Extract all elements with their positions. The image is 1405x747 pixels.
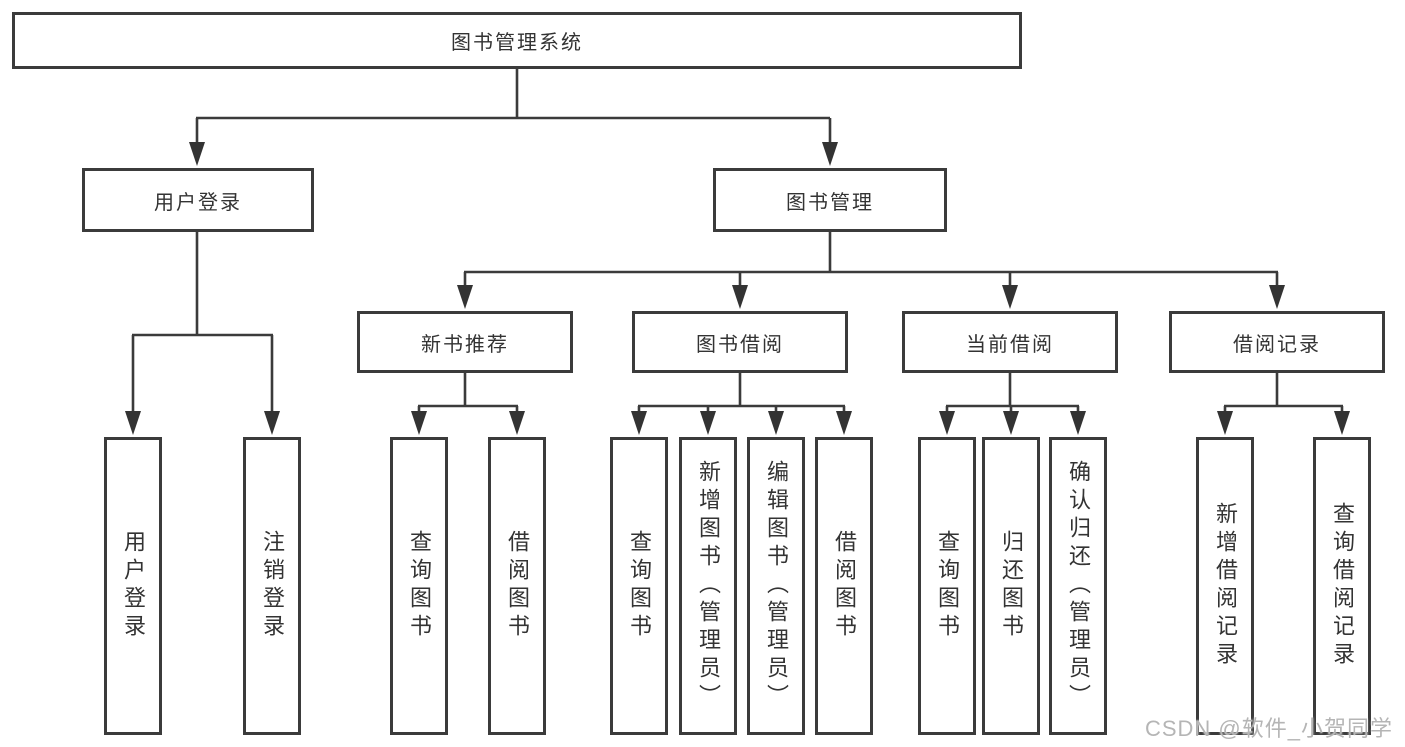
- node-label: 编辑图书（管理员）: [764, 460, 789, 712]
- node-label: 用户登录: [121, 530, 146, 642]
- node-new-book-rec: 新书推荐: [357, 311, 573, 373]
- node-label: 查询图书: [935, 530, 960, 642]
- node-label: 借阅记录: [1233, 333, 1321, 356]
- node-book-mgmt: 图书管理: [713, 168, 947, 232]
- node-current-borrow: 当前借阅: [902, 311, 1118, 373]
- node-label: 当前借阅: [966, 333, 1054, 356]
- node-label: 确认归还（管理员）: [1066, 460, 1091, 712]
- node-cb-return-book: 归还图书: [982, 437, 1040, 735]
- node-label: 新增图书（管理员）: [696, 460, 721, 712]
- arrowheads: [125, 142, 1350, 435]
- node-book-borrow: 图书借阅: [632, 311, 848, 373]
- node-logout: 注销登录: [243, 437, 301, 735]
- node-cb-confirm-ret: 确认归还（管理员）: [1049, 437, 1107, 735]
- node-user-login: 用户登录: [82, 168, 314, 232]
- node-label: 图书管理: [786, 191, 874, 214]
- node-rec-borrow-book: 借阅图书: [488, 437, 546, 735]
- node-label: 新书推荐: [421, 333, 509, 356]
- node-label: 借阅图书: [832, 530, 857, 642]
- node-label: 新增借阅记录: [1213, 502, 1238, 670]
- node-label: 借阅图书: [505, 530, 530, 642]
- node-label: 查询图书: [407, 530, 432, 642]
- node-bb-add-book: 新增图书（管理员）: [679, 437, 737, 735]
- node-br-query-record: 查询借阅记录: [1313, 437, 1371, 735]
- node-br-add-record: 新增借阅记录: [1196, 437, 1254, 735]
- node-label: 注销登录: [260, 530, 285, 642]
- node-bb-borrow-book: 借阅图书: [815, 437, 873, 735]
- node-label: 图书借阅: [696, 333, 784, 356]
- node-bb-edit-book: 编辑图书（管理员）: [747, 437, 805, 735]
- node-label: 查询借阅记录: [1330, 502, 1355, 670]
- node-rec-query-book: 查询图书: [390, 437, 448, 735]
- node-cb-query-book: 查询图书: [918, 437, 976, 735]
- node-root: 图书管理系统: [12, 12, 1022, 69]
- node-label: 查询图书: [627, 530, 652, 642]
- node-label: 归还图书: [999, 530, 1024, 642]
- node-borrow-records: 借阅记录: [1169, 311, 1385, 373]
- node-label: 用户登录: [154, 191, 242, 214]
- watermark: CSDN @软件_小贺同学: [1144, 716, 1393, 741]
- node-bb-query-book: 查询图书: [610, 437, 668, 735]
- node-label: 图书管理系统: [451, 32, 583, 54]
- node-login: 用户登录: [104, 437, 162, 735]
